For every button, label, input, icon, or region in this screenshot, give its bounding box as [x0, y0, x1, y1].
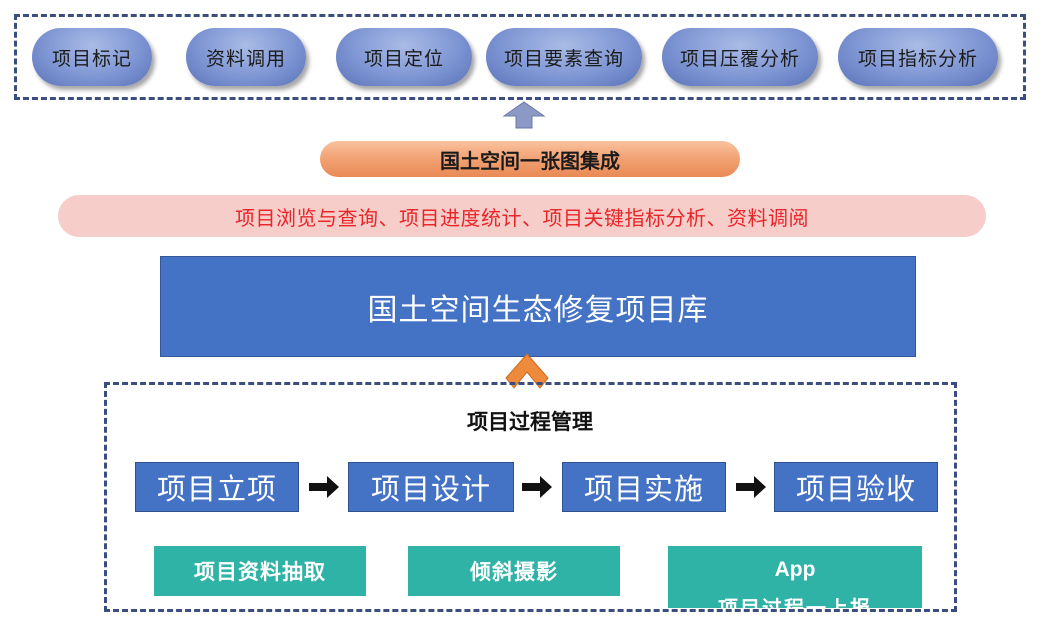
functions-banner: 项目浏览与查询、项目进度统计、项目关键指标分析、资料调阅	[58, 195, 986, 237]
data-extraction-tool[interactable]: 项目资料抽取	[154, 546, 366, 596]
process-title: 项目过程管理	[467, 409, 593, 434]
project-database-box: 国土空间生态修复项目库	[160, 256, 916, 357]
right-arrow-icon	[736, 476, 766, 498]
project-overlay-analysis-button[interactable]: 项目压覆分析	[662, 28, 818, 86]
process-management-frame	[104, 382, 957, 612]
project-element-query-button[interactable]: 项目要素查询	[486, 28, 642, 86]
step-project-approval[interactable]: 项目立项	[135, 462, 299, 512]
step-project-design[interactable]: 项目设计	[348, 462, 514, 512]
data-call-button[interactable]: 资料调用	[186, 28, 306, 86]
right-arrow-icon	[309, 476, 339, 498]
step-project-acceptance[interactable]: 项目验收	[774, 462, 938, 512]
right-arrow-icon	[522, 476, 552, 498]
oblique-photography-tool[interactable]: 倾斜摄影	[408, 546, 620, 596]
up-arrow-icon	[502, 101, 546, 129]
top-function-frame	[14, 14, 1026, 100]
project-locate-button[interactable]: 项目定位	[336, 28, 472, 86]
app-reporting-tool[interactable]: App 项目过程一上报	[668, 546, 922, 608]
app-title: App	[774, 558, 816, 581]
step-project-implementation[interactable]: 项目实施	[562, 462, 726, 512]
chevron-up-icon	[505, 353, 549, 389]
app-subtitle: 项目过程一上报	[718, 596, 872, 608]
one-map-integration-banner: 国土空间一张图集成	[320, 141, 740, 177]
project-mark-button[interactable]: 项目标记	[32, 28, 152, 86]
project-indicator-analysis-button[interactable]: 项目指标分析	[838, 28, 998, 86]
